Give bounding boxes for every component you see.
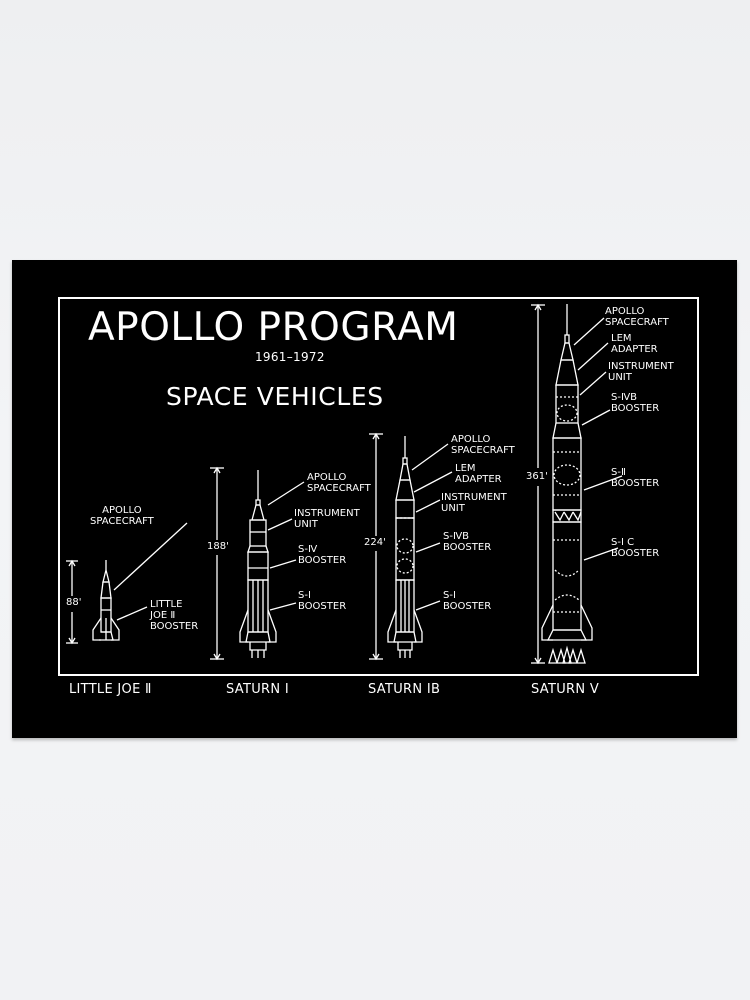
poster-subtitle: SPACE VEHICLES xyxy=(166,382,384,411)
poster-canvas xyxy=(12,260,737,738)
poster-years: 1961–1972 xyxy=(255,350,325,364)
poster-title: APOLLO PROGRAM xyxy=(88,305,459,350)
saturn-ib-rocket-icon xyxy=(369,432,453,661)
vehicle-name-little-joe-ii: LITTLE JOE Ⅱ xyxy=(69,682,152,697)
saturn-ib-height: 224' xyxy=(364,537,386,548)
saturn-v-height: 361' xyxy=(526,471,548,482)
poster-border-frame xyxy=(58,297,699,676)
vehicle-name-saturn-v: SATURN Ⅴ xyxy=(531,682,600,697)
saturn-v-rocket-icon xyxy=(531,303,623,665)
vehicle-name-saturn-i: SATURN I xyxy=(226,682,289,697)
little-joe-ii-height: 88' xyxy=(66,597,82,608)
vehicle-name-saturn-ib: SATURN IB xyxy=(368,682,441,697)
saturn-i-height: 188' xyxy=(207,541,229,552)
saturn-i-rocket-icon xyxy=(210,466,305,661)
little-joe-ii-rocket-icon xyxy=(66,522,188,645)
